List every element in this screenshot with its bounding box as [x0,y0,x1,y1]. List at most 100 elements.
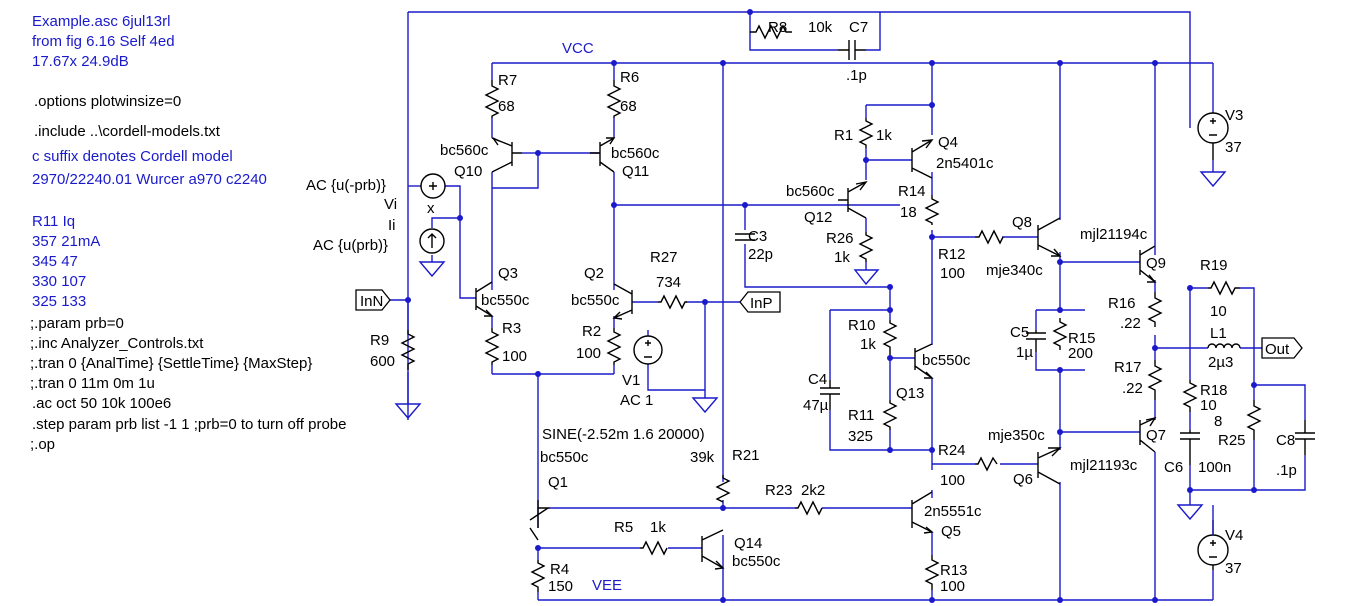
r2-value: 100 [576,345,601,362]
r2-symbol [606,328,622,365]
v3-value: 37 [1225,139,1242,156]
q11-symbol [590,137,616,173]
include-directive: .include ..\cordell-models.txt [34,123,221,140]
c6-symbol [1180,430,1200,465]
r10-value: 1k [860,336,876,353]
r23-symbol [795,500,823,516]
v3-symbol [1197,112,1229,160]
q8-symbol [1037,217,1062,257]
q8-model: mjl21194c [1080,226,1148,243]
port-inp[interactable]: InP [739,291,781,313]
vee-net-label: VEE [592,577,622,594]
port-out[interactable]: Out [1261,337,1303,359]
r11-symbol [882,400,898,430]
r14-symbol [924,195,940,225]
r12-name: R12 [938,246,966,263]
r27-name: R27 [650,249,678,266]
ac-directive: .ac oct 50 10k 100e6 [32,395,171,412]
r13-symbol [924,555,940,590]
ii-value: AC {u(prb)} [313,237,388,254]
r7-name: R7 [498,72,517,89]
c3-symbol [735,233,755,241]
q1-model: bc550c [540,449,589,466]
r3-value: 100 [502,348,527,365]
ground-r9 [394,403,422,420]
c5-name: C5 [1010,324,1029,341]
q3-model: bc550c [481,292,530,309]
r24-symbol [975,456,998,472]
ground-c6 [1176,504,1204,521]
r10-symbol [882,320,898,355]
q4-model: 2n5401c [936,155,994,172]
c3-name: C3 [748,228,767,245]
vi-value: AC {u(-prb)} [306,177,386,194]
r14-value: 18 [900,204,917,221]
iq-table-row-3: 330 107 [32,273,86,290]
v1-value: AC 1 [620,392,653,409]
q14-model: bc550c [732,553,781,570]
r11-value: 325 [848,428,873,445]
iq-table-row-1: 357 21mA [32,233,100,250]
c4-symbol [820,380,840,410]
r14-name: R14 [898,183,926,200]
q10-name: Q10 [454,163,482,180]
q7-name: Q7 [1146,427,1166,444]
r27-symbol [658,294,687,310]
r4-value: 150 [548,578,573,595]
r24-value: 100 [940,472,965,489]
r15-symbol [1052,318,1068,350]
c8-symbol [1295,420,1315,455]
q5-symbol [911,491,934,534]
q6-name: Q6 [1013,471,1033,488]
r1-value: 1k [876,127,892,144]
transistors [475,137,1157,570]
spice-comments: Example.asc 6jul13rl from fig 6.16 Self … [30,13,346,453]
q9-symbol [1139,245,1157,283]
q7-symbol [1139,416,1157,453]
capacitors [735,40,1315,465]
r26-symbol [858,232,874,262]
c5-symbol [1026,330,1046,352]
iq-table-header: R11 Iq [32,213,75,230]
r1-symbol [858,118,874,148]
q9-model: mje340c [986,262,1043,279]
q13-symbol [914,343,934,379]
l1-name: L1 [1210,325,1227,342]
ground-v3 [1199,171,1227,188]
r17-value: .22 [1122,380,1143,397]
r1-name: R1 [834,127,853,144]
q5-model: 2n5551c [924,503,982,520]
c8-name: C8 [1276,432,1295,449]
r7-value: 68 [498,98,515,115]
r5-name: R5 [614,519,633,536]
param-comment: ;.param prb=0 [30,315,124,332]
vcc-net-label: VCC [562,40,594,57]
r25-symbol [1246,400,1262,440]
c7-symbol [838,40,866,60]
port-inn[interactable]: InN [355,289,391,311]
q6-symbol [1037,447,1062,485]
r9-symbol [400,330,416,370]
tran-comment-1: ;.tran 0 {AnalTime} {SettleTime} {MaxSte… [30,355,312,372]
r7-symbol [484,80,500,118]
r6-name: R6 [620,69,639,86]
x-label: x [427,200,435,217]
comment-line-1: Example.asc 6jul13rl [32,13,170,30]
r9-name: R9 [370,332,389,349]
r17-name: R17 [1114,359,1142,376]
port-inp-label: InP [750,295,773,312]
q13-name: Q13 [896,385,924,402]
r23-name: R23 [765,482,793,499]
iq-table-row-2: 345 47 [32,253,78,270]
r6-symbol [606,80,622,118]
c7-value: .1p [846,67,867,84]
q12-symbol [838,180,868,219]
comment-line-3: 17.67x 24.9dB [32,53,129,70]
r3-name: R3 [502,320,521,337]
ii-name: Ii [388,217,396,234]
comment-line-2: from fig 6.16 Self 4ed [32,33,175,50]
r26-name: R26 [826,230,854,247]
op-comment: ;.op [30,436,55,453]
q1-name: Q1 [548,474,568,491]
l1-symbol [1207,343,1241,349]
